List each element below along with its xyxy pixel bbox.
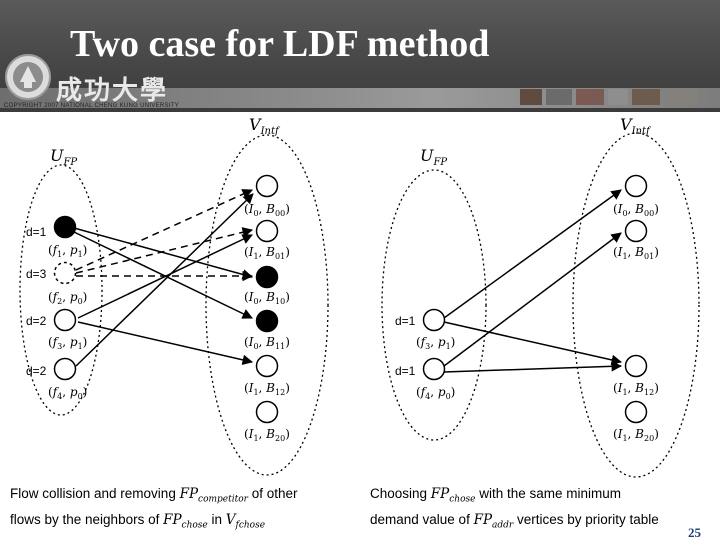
u-node-selected [55, 217, 76, 238]
interface-tuple-label: (I0, B10) [244, 290, 290, 306]
left-diagram: UFP VIntf d=1 d=3 d=2 d=2 (f1, p1) (f2, … [20, 115, 328, 475]
demand-label: d=2 [26, 364, 47, 378]
right-caption: Choosing FPchose with the same minimum d… [370, 484, 659, 535]
u-node-removed [55, 263, 76, 284]
edge-solid [78, 322, 252, 362]
flow-tuple-label: (f3, p1) [416, 335, 455, 351]
right-u-set-label: UFP [420, 146, 447, 168]
u-node [55, 359, 76, 380]
edge-dashed [76, 190, 252, 270]
edge-solid [444, 366, 621, 372]
interface-tuple-label: (I1, B12) [244, 381, 290, 397]
page-number: 25 [688, 525, 701, 541]
u-node [424, 359, 445, 380]
demand-label: d=1 [26, 225, 47, 239]
v-node [257, 221, 278, 242]
v-node-occupied [257, 311, 278, 332]
right-v-set-label: VIntf [620, 115, 652, 137]
v-node [626, 221, 647, 242]
right-diagram: UFP VIntf d=1 d=1 (f3, p1) (f4, p0) (I0,… [382, 115, 699, 477]
interface-tuple-label: (I1, B20) [613, 427, 659, 443]
demand-label: d=3 [26, 267, 47, 281]
left-caption-line2: flows by the neighbors of FPchose in Vfc… [10, 510, 297, 536]
interface-tuple-label: (I1, B01) [244, 245, 290, 261]
right-caption-line1: Choosing FPchose with the same minimum [370, 484, 659, 510]
v-node [257, 356, 278, 377]
v-node [257, 176, 278, 197]
interface-tuple-label: (I0, B11) [244, 335, 290, 351]
interface-tuple-label: (I1, B01) [613, 245, 659, 261]
interface-tuple-label: (I1, B20) [244, 427, 290, 443]
v-node [257, 402, 278, 423]
demand-label: d=1 [395, 364, 416, 378]
right-caption-line2: demand value of FPaddr vertices by prior… [370, 510, 659, 536]
edge-solid [74, 232, 252, 318]
v-node-occupied [257, 267, 278, 288]
v-node [626, 176, 647, 197]
u-node [424, 310, 445, 331]
flow-tuple-label: (f4, p0) [416, 385, 455, 401]
flow-tuple-label: (f1, p1) [48, 243, 87, 259]
left-u-set-label: UFP [50, 146, 77, 168]
left-caption: Flow collision and removing FPcompetitor… [10, 484, 297, 535]
demand-label: d=2 [26, 314, 47, 328]
u-node [55, 310, 76, 331]
edge-solid [444, 322, 621, 362]
v-node [626, 356, 647, 377]
right-u-partition-outline [382, 170, 486, 440]
flow-tuple-label: (f3, p1) [48, 335, 87, 351]
edge-solid [76, 194, 253, 366]
interface-tuple-label: (I1, B12) [613, 381, 659, 397]
left-v-set-label: VIntf [249, 115, 281, 137]
flow-tuple-label: (f4, p0) [48, 385, 87, 401]
interface-tuple-label: (I0, B00) [244, 202, 290, 218]
interface-tuple-label: (I0, B00) [613, 202, 659, 218]
flow-tuple-label: (f2, p0) [48, 290, 87, 306]
demand-label: d=1 [395, 314, 416, 328]
v-node [626, 402, 647, 423]
left-caption-line1: Flow collision and removing FPcompetitor… [10, 484, 297, 510]
